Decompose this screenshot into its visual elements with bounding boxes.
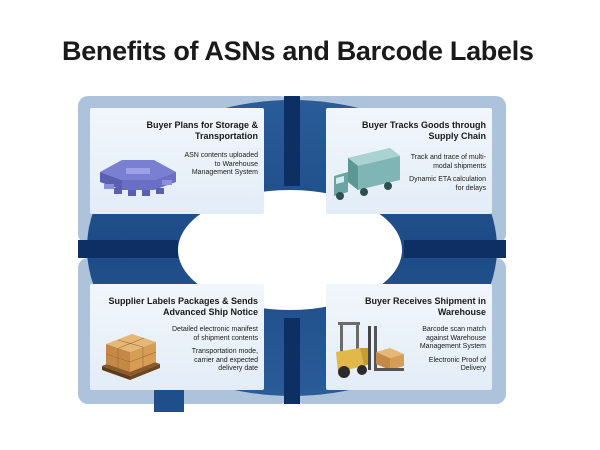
quadrant-desc-bottom-right: Barcode scan match against Warehouse Man… [406,326,486,379]
bullet: ASN contents uploaded to Warehouse Manag… [184,152,258,177]
forklift-icon [336,322,404,378]
truck-icon [334,148,400,200]
panel-bottom-right [326,284,492,390]
warehouse-icon [100,160,176,196]
quadrant-title-bottom-right: Buyer Receives Shipment in Warehouse [364,296,486,317]
bullet: Dynamic ETA calculation for delays [409,176,486,192]
quadrant-title-top-left: Buyer Plans for Storage & Transportation [146,120,258,141]
pallet-boxes-icon [102,334,160,380]
quadrant-desc-top-right: Track and trace of multi-modal shipments… [400,154,486,198]
bullet: Barcode scan match against Warehouse Man… [419,326,486,351]
panel-top-left [90,108,264,214]
quadrant-desc-bottom-left: Detailed electronic manifest of shipment… [170,326,258,379]
quadrant-title-bottom-left: Supplier Labels Packages & Sends Advance… [108,296,258,317]
ring-divider-right [404,240,506,258]
bullet: Detailed electronic manifest of shipment… [172,326,258,342]
bullet: Transportation mode, carrier and expecte… [191,348,258,373]
up-arrow-icon [154,386,184,412]
ring-divider-top [284,96,300,186]
bullet: Track and trace of multi-modal shipments [410,154,486,170]
ring-divider-left [78,240,178,258]
quadrant-desc-top-left: ASN contents uploaded to Warehouse Manag… [180,152,258,183]
slide-title: Benefits of ASNs and Barcode Labels [62,36,534,66]
bullet: Electronic Proof of Delivery [428,356,486,373]
ring-center [178,190,402,310]
quadrant-title-top-right: Buyer Tracks Goods through Supply Chain [361,120,486,141]
ring-divider-bottom [284,318,300,404]
